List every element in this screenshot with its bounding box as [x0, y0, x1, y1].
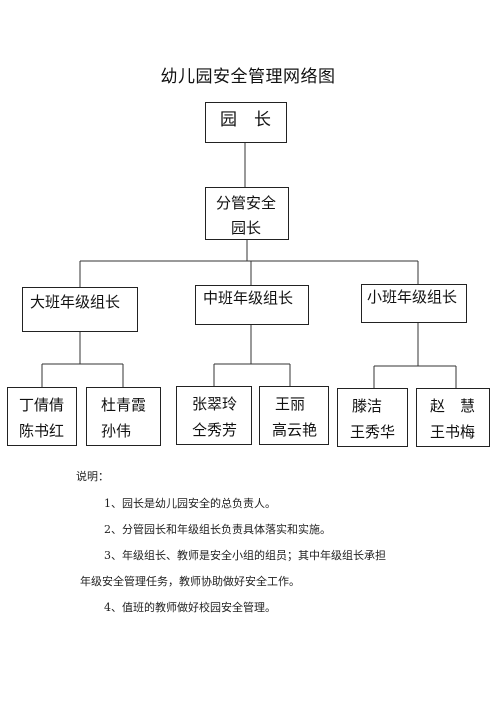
teacher-name: 仝秀芳	[192, 421, 238, 439]
note-item: 1、园长是幼儿园安全的总负责人。	[104, 497, 276, 510]
teacher-name: 王丽	[275, 395, 306, 413]
teacher-name: 杜青霞	[101, 396, 147, 414]
group-head-large-label: 大班年级组长	[30, 293, 121, 311]
teacher-box	[337, 388, 408, 447]
notes-heading: 说明：	[76, 470, 109, 483]
teacher-name: 王书梅	[430, 423, 476, 441]
note-item: 2、分管园长和年级组长负责具体落实和实施。	[104, 523, 331, 536]
teacher-name: 王秀华	[350, 423, 396, 441]
teacher-box	[416, 388, 490, 447]
teacher-name: 高云艳	[272, 421, 318, 439]
teacher-name: 陈书红	[19, 422, 65, 440]
teacher-name: 孙伟	[101, 422, 132, 440]
diagram-title: 幼儿园安全管理网络图	[160, 67, 336, 87]
note-item: 4、值班的教师做好校园安全管理。	[104, 601, 276, 614]
teacher-box	[259, 386, 329, 445]
group-head-small-box	[361, 284, 467, 323]
group-head-small-label: 小班年级组长	[367, 288, 458, 306]
note-item: 年级安全管理任务，教师协助做好安全工作。	[80, 575, 300, 588]
vice-principal-label-line2: 园长	[231, 219, 262, 237]
vice-principal-box	[205, 187, 289, 240]
group-head-middle-label: 中班年级组长	[203, 289, 294, 307]
note-item: 3、年级组长、教师是安全小组的组员；其中年级组长承担	[104, 549, 386, 562]
teacher-name: 张翠玲	[192, 395, 238, 413]
teacher-name: 赵 慧	[430, 397, 476, 415]
teacher-box	[176, 386, 252, 445]
teacher-name: 丁倩倩	[19, 396, 65, 414]
principal-label: 园 长	[220, 110, 271, 130]
teacher-box	[7, 387, 77, 446]
group-head-middle-box	[195, 285, 309, 325]
principal-box	[205, 102, 287, 143]
teacher-name: 滕洁	[352, 397, 383, 415]
group-head-large-box	[22, 287, 138, 332]
vice-principal-label-line1: 分管安全	[216, 194, 277, 212]
teacher-box	[86, 387, 161, 446]
